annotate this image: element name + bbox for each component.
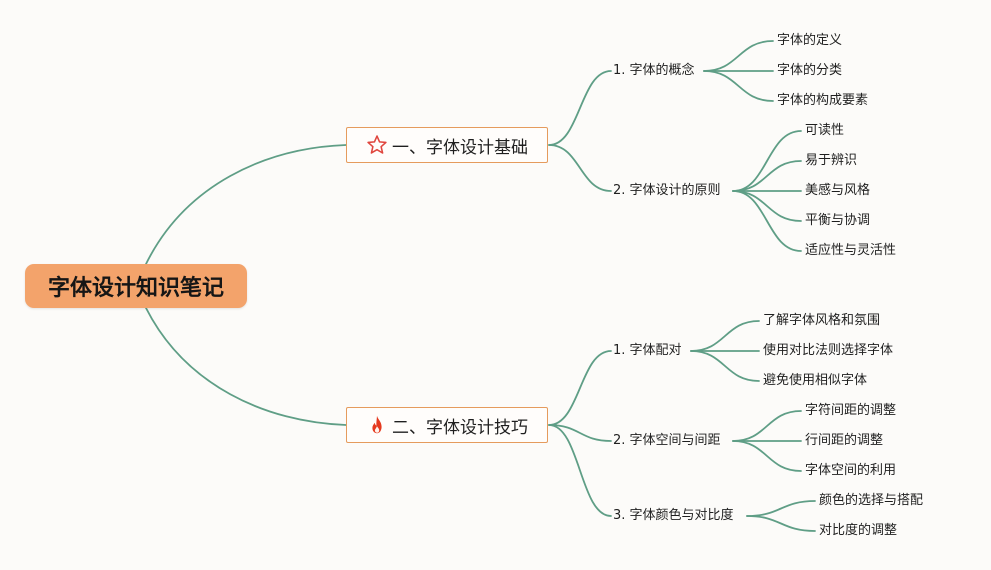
branch-sub-line <box>548 70 612 146</box>
leaf-node[interactable]: 字符间距的调整 <box>805 402 896 420</box>
leaf-label: 字体的分类 <box>777 63 843 78</box>
branch-label: 二、字体设计技巧 <box>392 417 528 438</box>
leaf-node[interactable]: 平衡与协调 <box>805 212 870 230</box>
leaf-label: 字体的定义 <box>777 33 843 48</box>
leaf-label: 可读性 <box>805 123 845 138</box>
leaf-node[interactable]: 行间距的调整 <box>805 432 883 450</box>
root-branch-line <box>145 307 347 426</box>
sub-label: 2. 字体空间与间距 <box>613 433 721 448</box>
leaf-node[interactable]: 使用对比法则选择字体 <box>763 342 893 360</box>
leaf-label: 字体空间的利用 <box>805 463 897 478</box>
leaf-node[interactable]: 字体空间的利用 <box>805 462 896 480</box>
root-node[interactable]: 字体设计知识笔记 <box>25 264 247 308</box>
branch-sub-line <box>548 424 612 442</box>
leaf-label: 行间距的调整 <box>805 433 884 448</box>
sub-label: 3. 字体颜色与对比度 <box>613 508 734 523</box>
sub-node[interactable]: 2. 字体空间与间距 <box>613 432 721 450</box>
sub-leaf-line <box>732 410 802 442</box>
fire-icon <box>366 414 388 436</box>
sub-leaf-line <box>732 190 802 222</box>
sub-leaf-line <box>746 515 816 532</box>
branch-sub-line <box>548 350 612 426</box>
leaf-label: 字符间距的调整 <box>805 403 897 418</box>
leaf-label: 适应性与灵活性 <box>805 243 897 258</box>
leaf-node[interactable]: 颜色的选择与搭配 <box>819 492 923 510</box>
leaf-node[interactable]: 美感与风格 <box>805 182 870 200</box>
leaf-label: 对比度的调整 <box>819 523 898 538</box>
leaf-label: 使用对比法则选择字体 <box>763 343 894 358</box>
sub-label: 1. 字体的概念 <box>613 63 695 78</box>
sub-node[interactable]: 3. 字体颜色与对比度 <box>613 507 734 525</box>
sub-leaf-line <box>732 160 802 192</box>
branch-node-techniques[interactable]: 二、字体设计技巧 <box>346 407 548 443</box>
sub-leaf-line <box>703 40 774 72</box>
leaf-node[interactable]: 字体的构成要素 <box>777 92 868 110</box>
root-label: 字体设计知识笔记 <box>47 276 224 301</box>
branch-sub-line <box>548 144 612 192</box>
leaf-label: 避免使用相似字体 <box>763 373 868 388</box>
leaf-node[interactable]: 字体的定义 <box>777 32 842 50</box>
star-icon <box>366 134 388 156</box>
sub-leaf-line <box>703 70 774 102</box>
leaf-node[interactable]: 易于辨识 <box>805 152 857 170</box>
sub-leaf-line <box>690 350 760 382</box>
sub-leaf-line <box>732 190 802 252</box>
branch-node-basics[interactable]: 一、字体设计基础 <box>346 127 548 163</box>
sub-leaf-line <box>732 440 802 472</box>
leaf-label: 字体的构成要素 <box>777 93 869 108</box>
leaf-node[interactable]: 适应性与灵活性 <box>805 242 896 260</box>
sub-label: 1. 字体配对 <box>613 343 682 358</box>
leaf-node[interactable]: 可读性 <box>805 122 844 140</box>
sub-leaf-line <box>732 130 802 192</box>
leaf-label: 易于辨识 <box>805 153 858 168</box>
sub-leaf-line <box>690 320 760 352</box>
branch-label: 一、字体设计基础 <box>392 137 528 158</box>
leaf-label: 平衡与协调 <box>805 213 871 228</box>
sub-node[interactable]: 2. 字体设计的原则 <box>613 182 721 200</box>
sub-label: 2. 字体设计的原则 <box>613 183 721 198</box>
leaf-node[interactable]: 了解字体风格和氛围 <box>763 312 880 330</box>
sub-leaf-line <box>746 500 816 517</box>
leaf-label: 美感与风格 <box>805 183 871 198</box>
leaf-node[interactable]: 对比度的调整 <box>819 522 897 540</box>
leaf-label: 颜色的选择与搭配 <box>819 493 924 508</box>
sub-node[interactable]: 1. 字体配对 <box>613 342 682 360</box>
branch-sub-line <box>548 424 612 517</box>
leaf-node[interactable]: 避免使用相似字体 <box>763 372 867 390</box>
leaf-label: 了解字体风格和氛围 <box>763 313 881 328</box>
sub-node[interactable]: 1. 字体的概念 <box>613 62 695 80</box>
leaf-node[interactable]: 字体的分类 <box>777 62 842 80</box>
root-branch-line <box>145 144 347 265</box>
